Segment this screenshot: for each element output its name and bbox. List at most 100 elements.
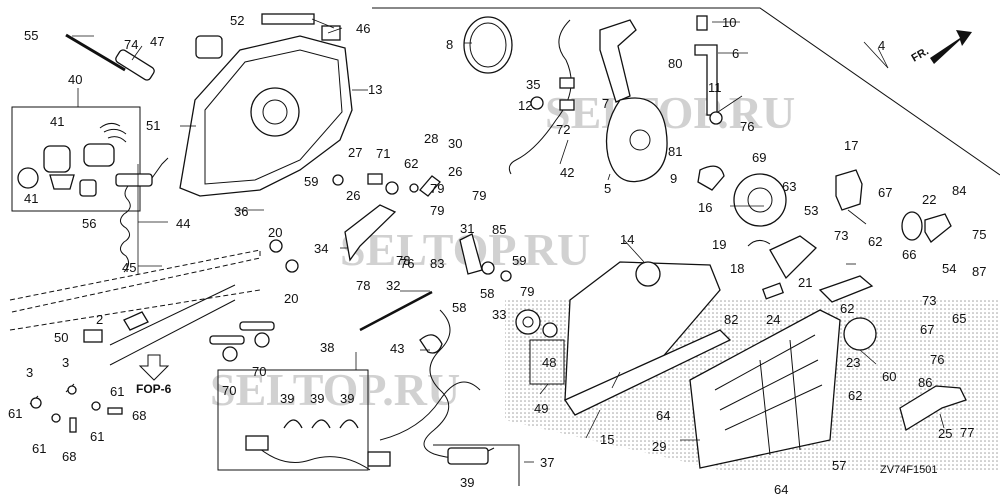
part-label: 46 (356, 21, 370, 36)
diagram-code: ZV74F1501 (880, 464, 937, 476)
part-label: 71 (376, 146, 390, 161)
harness-connector (367, 451, 391, 467)
fop-reference: FOP-6 (136, 354, 172, 396)
part-label: 76 (930, 352, 944, 367)
part-label: 11 (708, 80, 722, 95)
rod (65, 33, 126, 72)
part-label: 86 (918, 375, 932, 390)
part-label: 58 (480, 286, 494, 301)
housing-boss-hole (262, 99, 288, 125)
part-label: 43 (390, 341, 404, 356)
part-label: 70 (222, 383, 236, 398)
roller (709, 111, 723, 125)
sleeve (209, 335, 245, 345)
part-label: 82 (724, 312, 738, 327)
part-label: 36 (234, 204, 248, 219)
part-label: 69 (752, 150, 766, 165)
part-label: 78 (396, 253, 410, 268)
part-label: 6 (732, 46, 739, 61)
nut (500, 270, 512, 282)
part-label: 79 (430, 181, 444, 196)
part-label: 56 (82, 216, 96, 231)
direction-label: FR. (910, 45, 931, 64)
part-label: 66 (902, 247, 916, 262)
part-label: 45 (122, 260, 136, 275)
part-label: 35 (526, 77, 540, 92)
switch-wire (508, 19, 572, 175)
part-label: 79 (520, 284, 534, 299)
grommet (901, 211, 923, 241)
part-label: 62 (868, 234, 882, 249)
spring (761, 282, 785, 300)
panel-boss (635, 261, 661, 287)
washer (51, 413, 61, 423)
grille-ribs (714, 334, 823, 456)
part-label: 12 (518, 98, 532, 113)
assembly-outline (372, 7, 1000, 176)
part-label: 85 (492, 222, 506, 237)
part-label: 37 (540, 455, 554, 470)
part-label: 34 (314, 241, 328, 256)
washer (385, 181, 399, 195)
part-label: 42 (560, 165, 574, 180)
front-direction-arrow: FR. (910, 30, 972, 65)
part-label: 58 (452, 300, 466, 315)
part-label: 84 (952, 183, 966, 198)
part-label: 14 (620, 232, 634, 247)
part-label: 64 (774, 482, 788, 497)
harness-clamps (283, 419, 359, 429)
part-label: 54 (942, 261, 956, 276)
part-label: 40 (68, 72, 82, 87)
part-label: 79 (472, 188, 486, 203)
part-label: 68 (132, 408, 146, 423)
harness-connector (447, 447, 489, 465)
group-37-bracket (433, 444, 520, 486)
part-label: 29 (652, 439, 666, 454)
part-label: 67 (878, 185, 892, 200)
ball (409, 183, 419, 193)
o-ring (17, 167, 39, 189)
part-label: 2 (96, 312, 103, 327)
part-label: 17 (844, 138, 858, 153)
part-label: 74 (124, 37, 138, 52)
part-label: 38 (320, 340, 334, 355)
part-label: 61 (110, 384, 124, 399)
part-label: 81 (668, 144, 682, 159)
part-label: 13 (368, 82, 382, 97)
part-label: 73 (834, 228, 848, 243)
stop-switch (79, 179, 97, 197)
part-label: 30 (448, 136, 462, 151)
group-49-bracket (529, 339, 565, 385)
part-label: 20 (268, 225, 282, 240)
cover (924, 213, 952, 243)
control-lever (605, 97, 668, 183)
part-label: 24 (766, 312, 780, 327)
part-label: 61 (32, 441, 46, 456)
part-label: 41 (24, 191, 38, 206)
cable-end (115, 49, 155, 81)
pin (69, 417, 77, 433)
part-label: 64 (656, 408, 670, 423)
stop-switch-wire (151, 157, 169, 179)
part-label: 39 (460, 475, 474, 490)
part-label: 26 (346, 188, 360, 203)
part-label: 62 (404, 156, 418, 171)
end-fitting (83, 329, 103, 343)
friction-adjuster (843, 317, 877, 351)
bracket (818, 275, 874, 303)
part-label: 77 (960, 425, 974, 440)
part-number-labels: 2 3 3 4 5 6 7 8 9 10 11 12 13 14 15 16 1… (8, 13, 986, 497)
part-label: 65 (952, 311, 966, 326)
lever-pivot (629, 129, 651, 151)
part-label: 7 (602, 96, 609, 111)
spring (696, 15, 708, 31)
key (49, 174, 75, 190)
part-label: 9 (670, 171, 677, 186)
part-label: 70 (252, 364, 266, 379)
ring-inner (469, 22, 507, 68)
part-label: 20 (284, 291, 298, 306)
clip-spring (747, 240, 771, 247)
clip (254, 332, 270, 348)
part-label: 61 (8, 406, 22, 421)
part-label: 57 (832, 458, 846, 473)
